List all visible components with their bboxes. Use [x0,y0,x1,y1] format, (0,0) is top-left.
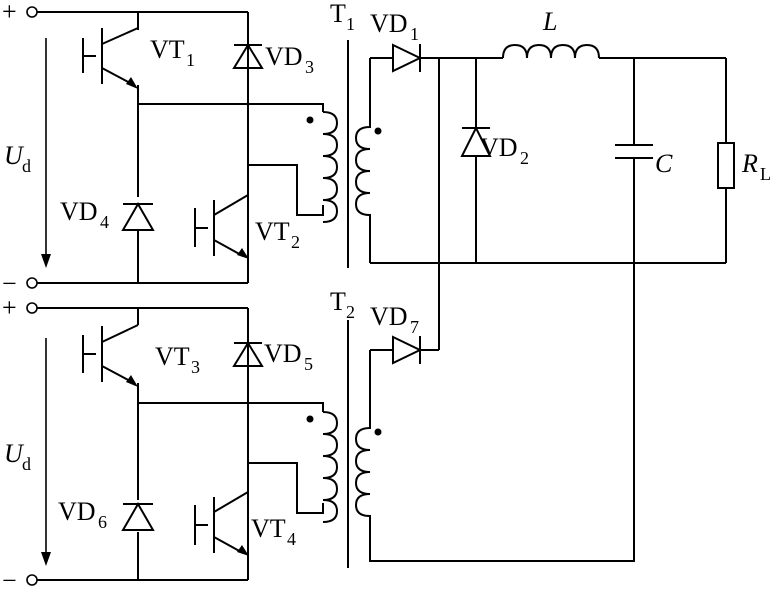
label-vd4: VD [60,197,98,226]
diode-vd6 [121,501,155,531]
label-ud-bottom: U [4,439,25,468]
label-vt1: VT [150,35,185,64]
label-minus-bottom: − [2,566,17,590]
label-t1: T [330,0,346,28]
label-ud-bottom-sub: d [22,454,31,474]
t2-primary-winding [306,411,339,523]
label-plus-top: + [2,0,17,26]
diode-vd1 [370,43,423,73]
label-vt2: VT [255,217,290,246]
label-inductor: L [542,7,557,36]
diode-vd2 [460,58,492,263]
terminal-plus-top [26,6,38,18]
t2-secondary-winding [354,263,635,562]
resistor-load [717,58,735,263]
inductor-l [502,43,600,59]
label-vd6-sub: 6 [98,512,107,532]
label-vd7: VD [370,302,408,331]
label-vd3: VD [265,42,303,71]
label-t1-sub: 1 [346,14,355,34]
label-load: R [741,149,758,178]
top-bridge [26,6,339,289]
label-vd3-sub: 3 [305,57,314,77]
diode-vd4 [121,201,155,231]
label-vt3: VT [155,342,190,371]
diode-vd3 [232,43,264,69]
label-vd7-sub: 7 [410,317,419,337]
t1-primary-winding [306,111,339,223]
label-vd5: VD [264,339,302,368]
igbt-vt3 [82,324,139,387]
label-t2: T [330,287,346,316]
label-ud-top: U [4,141,25,170]
label-load-sub: L [760,164,771,184]
terminal-minus-bottom [26,574,38,586]
label-vt2-sub: 2 [291,232,300,252]
label-vd2-sub: 2 [520,148,529,168]
label-vt4: VT [251,514,286,543]
label-vd1: VD [370,9,408,38]
label-vd2: VD [480,133,518,162]
label-t2-sub: 2 [346,302,355,322]
label-minus-top: − [2,269,17,298]
label-plus-bottom: + [2,293,17,322]
label-vd4-sub: 4 [100,212,109,232]
label-ud-top-sub: d [22,156,31,176]
label-capacitor: C [655,149,673,178]
igbt-vt4 [194,491,249,556]
bottom-bridge [26,302,339,586]
terminal-plus-bottom [26,302,38,314]
label-vd5-sub: 5 [304,354,313,374]
label-vd1-sub: 1 [410,24,419,44]
label-vd6: VD [58,497,96,526]
label-vt4-sub: 4 [287,529,296,549]
igbt-vt2 [194,194,249,259]
diode-vd5 [232,341,264,367]
terminal-minus-top [26,277,38,289]
label-vt1-sub: 1 [186,50,195,70]
label-vt3-sub: 3 [191,357,200,377]
output-circuit [354,43,735,562]
igbt-vt1 [82,27,139,89]
diode-vd7 [370,335,439,365]
capacitor-c [615,58,653,263]
t1-secondary-winding [354,58,371,263]
